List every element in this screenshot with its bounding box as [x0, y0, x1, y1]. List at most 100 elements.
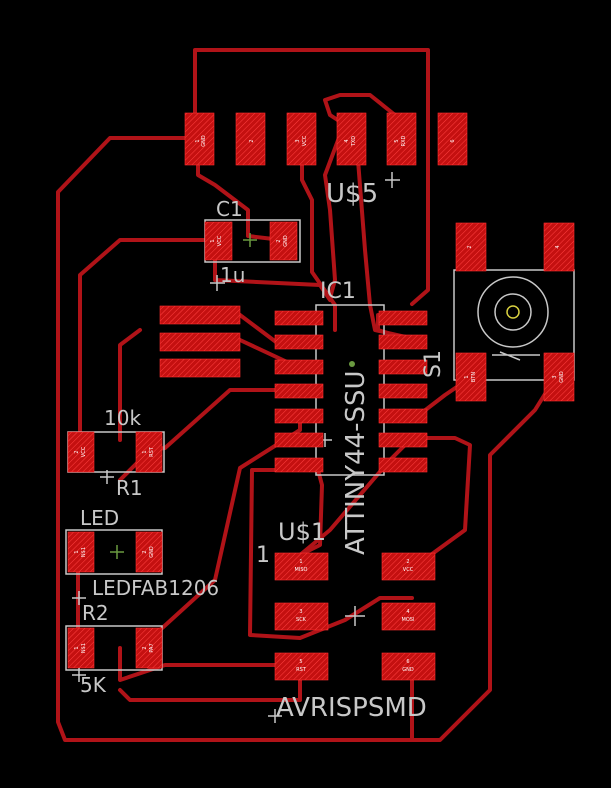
r1-origin-cross	[100, 470, 114, 484]
isp-pad-vcc[interactable]: 2 VCC	[381, 552, 436, 581]
isp-pad-mosi[interactable]: 4 MOSI	[381, 602, 436, 631]
pin-name: BTN	[471, 372, 477, 382]
pin-num: 4	[555, 245, 561, 248]
ic1-pin-1[interactable]	[274, 310, 324, 326]
trace-isp-rst2	[118, 663, 302, 702]
pin-name: PA7	[149, 643, 155, 652]
led-part: LEDFAB1206	[92, 576, 219, 600]
r1-name: R1	[116, 476, 143, 500]
ic1-pin-14[interactable]	[378, 310, 428, 326]
ic1-pin-13[interactable]	[378, 334, 428, 350]
left-pad-1[interactable]	[159, 305, 241, 325]
u1-pin1-marker: 1	[256, 543, 270, 568]
isp-pad-miso[interactable]: 1 MISO	[274, 552, 329, 581]
pin-name: GND	[402, 667, 414, 673]
trace-sck	[248, 468, 414, 640]
led-pad-2[interactable]: 2 GND	[135, 531, 163, 573]
r2-pad-1[interactable]: 1 N$1	[67, 627, 95, 669]
pin-num: 4	[344, 139, 350, 142]
pin-num: 1	[210, 239, 216, 242]
isp-pad-gnd[interactable]: 6 GND	[381, 652, 436, 681]
button-s1: S1 2 4 1 BTN 3 GND	[421, 222, 575, 402]
trace-gnd-c1	[196, 148, 284, 242]
c1-center-cross	[243, 233, 257, 247]
r1-pad-vcc[interactable]: 2 VCC	[67, 431, 95, 473]
s1-label: S1	[421, 350, 446, 378]
led-pad-1[interactable]: 1 N$1	[67, 531, 95, 573]
ic1-pin-6[interactable]	[274, 432, 324, 448]
s1-pad-4[interactable]: 4	[543, 222, 575, 272]
pin-name: MOSI	[402, 617, 415, 623]
isp-pad-sck[interactable]: 3 SCK	[274, 602, 329, 631]
trace-isp-rst	[118, 646, 302, 682]
r2-origin-cross	[72, 668, 86, 682]
trace-left-r2	[118, 328, 142, 442]
pin-num: 5	[394, 139, 400, 142]
pin-name: GND	[149, 546, 155, 558]
pin-name: RST	[296, 667, 307, 673]
led-center-cross	[110, 545, 124, 559]
pin-num: 2	[276, 239, 282, 242]
pin-name: GND	[559, 371, 565, 383]
ic1-pin-5[interactable]	[274, 408, 324, 424]
ic1-center	[349, 361, 355, 367]
trace-gnd-top-loop	[193, 48, 430, 306]
header-pad-3[interactable]: 3 VCC	[286, 112, 317, 166]
pin-num: 2	[74, 450, 80, 453]
header-pad-6[interactable]: 6	[437, 112, 468, 166]
r2-value: 5K	[80, 673, 107, 697]
s1-pad-2[interactable]: 2	[455, 222, 487, 272]
pin-num: 3	[299, 609, 302, 615]
pin-num: 1	[142, 450, 148, 453]
ic1-name: IC1	[320, 279, 356, 304]
header-pad-4[interactable]: 4 TXD	[336, 112, 367, 166]
u1-name: U$1	[278, 518, 326, 546]
r1-pad-rst[interactable]: 1 RST	[135, 431, 163, 473]
capacitor-c1: C1 1 VCC 2 GND 1u	[204, 197, 301, 291]
u1-origin-cross	[268, 709, 282, 723]
resistor-r1: 10k 2 VCC 1 RST R1	[67, 406, 165, 500]
ic1-pin-7[interactable]	[274, 457, 324, 473]
ic1-pin-8[interactable]	[378, 457, 428, 473]
header-pad-2[interactable]: 2	[235, 112, 266, 166]
u5-label: U$5	[326, 179, 378, 209]
trace-vcc-header	[300, 143, 337, 332]
r2-pad-2[interactable]: 2 PA7	[135, 627, 163, 669]
c1-pad-2[interactable]: 2 GND	[269, 221, 298, 261]
header-pad-1[interactable]: 1 GND	[184, 112, 215, 166]
pin-num: 4	[406, 609, 409, 615]
ic1-pin-4[interactable]	[274, 383, 324, 399]
pin-num: 5	[299, 659, 302, 665]
header-u5: 1 GND 2 3 VCC 4 TXD 5 RXD 6 U$5	[184, 112, 468, 209]
s1-switch-line	[492, 351, 540, 361]
ic1-pin-11[interactable]	[378, 383, 428, 399]
s1-outer-circle	[477, 276, 549, 348]
pin-num: 1	[74, 646, 80, 649]
header-pad-5[interactable]: 5 RXD	[386, 112, 417, 166]
left-pad-2[interactable]	[159, 332, 241, 352]
led-origin-cross	[72, 591, 86, 605]
led: LED 1 N$1 2 GND LEDFAB1206	[65, 506, 219, 605]
trace-isp-vcc	[408, 436, 472, 572]
pin-num: 3	[552, 375, 558, 378]
s1-pad-1[interactable]: 1 BTN	[455, 352, 487, 402]
trace-mosi	[298, 436, 414, 557]
pin-num: 6	[450, 139, 456, 142]
s1-pad-3[interactable]: 3 GND	[543, 352, 575, 402]
ic1-pin-2[interactable]	[274, 334, 324, 350]
ic1-pin-10[interactable]	[378, 408, 428, 424]
ic1-pin-9[interactable]	[378, 432, 428, 448]
pin-num: 1	[299, 559, 302, 565]
ic1-pin-3[interactable]	[274, 359, 324, 375]
isp-center-cross	[345, 606, 365, 626]
c1-pad-1[interactable]: 1 VCC	[204, 221, 233, 261]
isp-pad-rst[interactable]: 5 RST	[274, 652, 329, 681]
pin-num: 2	[142, 646, 148, 649]
pin-name: TXD	[351, 136, 357, 147]
pin-name: VCC	[302, 135, 308, 146]
ic1-pin-12[interactable]	[378, 359, 428, 375]
pin-name: MISO	[295, 567, 308, 573]
left-pad-3[interactable]	[159, 358, 241, 378]
pin-name: RXD	[401, 135, 407, 146]
